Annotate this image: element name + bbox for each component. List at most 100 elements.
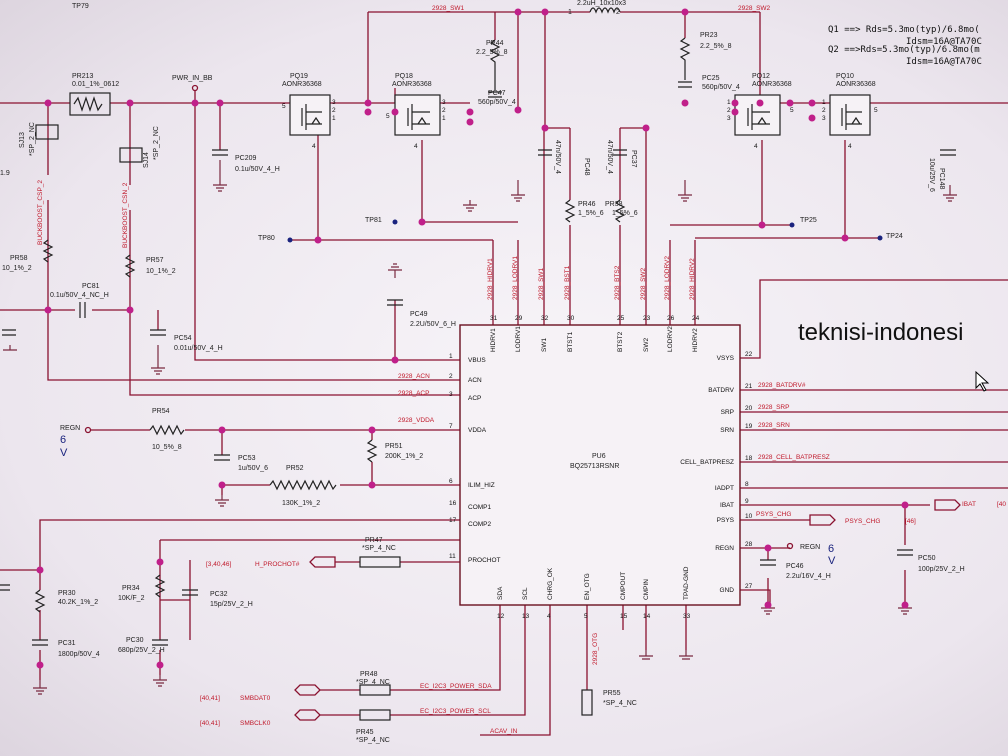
- ref-3-40-46: [3,40,46]: [206, 561, 231, 568]
- regn-right-v: V: [828, 555, 836, 567]
- ic-pin-name: ILIM_HIZ: [468, 482, 495, 489]
- pr38-symbol: [614, 199, 626, 223]
- ic-pin-name: LODRV2: [667, 326, 674, 352]
- pr34-symbol: [154, 574, 166, 598]
- pr58-symbol: [42, 239, 54, 263]
- ic-pin-number: 18: [745, 455, 753, 462]
- pc46-value: 2.2u/16V_4_H: [786, 573, 831, 580]
- pr44-value: 2.2_5%_8: [476, 49, 508, 56]
- inductor-symbol: [589, 7, 621, 14]
- pr52-symbol: [269, 479, 337, 491]
- pu6-ref: PU6: [592, 453, 606, 460]
- pu6-chip-body: [459, 324, 741, 606]
- ic-pins-right: VSYS22BATDRV21SRP20SRN19CELL_BATPRESZ18I…: [680, 351, 752, 594]
- ic-pin-number: 30: [567, 315, 575, 322]
- svg-text:1: 1: [727, 99, 731, 106]
- pq18-symbol: [394, 94, 441, 136]
- pr54-value: 10_5%_8: [152, 444, 182, 451]
- prochot-connector: [309, 556, 336, 568]
- ic-pin-name: IBAT: [720, 502, 734, 509]
- svg-text:4: 4: [848, 143, 852, 150]
- ic-pin-number: 20: [745, 405, 753, 412]
- pc25-ref: PC25: [702, 75, 720, 82]
- pr46-ref: PR46: [578, 201, 596, 208]
- smbdat-connector: [294, 684, 321, 696]
- net-sw2: 2928_SW2: [738, 5, 771, 12]
- net-acn: 2928_ACN: [398, 373, 430, 380]
- inductor-pin2: 2: [616, 9, 620, 16]
- tp79-label: TP79: [72, 3, 89, 10]
- regn-right-6: 6: [828, 543, 834, 555]
- pq19-ref: PQ19: [290, 73, 308, 80]
- pr55-symbol: [581, 689, 593, 716]
- pc54-ref: PC54: [174, 335, 192, 342]
- pr57-ref: PR57: [146, 257, 164, 264]
- ref-40-41-a: [40,41]: [200, 695, 220, 702]
- pq18-ref: PQ18: [395, 73, 413, 80]
- pc37-ref: PC37: [630, 150, 637, 168]
- pr48-ref: PR48: [360, 671, 378, 678]
- ic-pin-name: VDDA: [468, 427, 487, 434]
- net-smbclk: SMBCLK0: [240, 720, 271, 727]
- net-bst1: 2928_BST1: [564, 265, 571, 300]
- watermark-text: teknisi-indonesi: [798, 319, 963, 346]
- svg-text:5: 5: [282, 103, 286, 110]
- pc30-symbol: [152, 639, 168, 646]
- pc48-value: 47n/50V_4: [554, 140, 561, 174]
- net-sw2-vert: 2928_SW2: [640, 267, 647, 300]
- net-smbdat: SMBDAT0: [240, 695, 271, 702]
- net-hidrv1: 2928_HIDRV1: [487, 258, 494, 300]
- pr57-symbol: [124, 254, 136, 278]
- ic-pin-number: 31: [490, 315, 498, 322]
- sj13-symbol: [35, 124, 59, 140]
- inductor-pin1: 1: [568, 9, 572, 16]
- sj13-ref: SJ13: [19, 132, 26, 148]
- pr30-ref: PR30: [58, 590, 76, 597]
- pc37-value: 47n/50V_4: [606, 140, 613, 174]
- pc30-ref: PC30: [126, 637, 144, 644]
- pc148-symbol: [940, 149, 956, 156]
- component-labels: PQ19 AONR36368 PQ18 AONR36368 PQ12 AONR3…: [0, 0, 965, 744]
- ic-pin-number: 7: [449, 423, 453, 430]
- tp24-label: TP24: [886, 233, 903, 240]
- pq10-ref: PQ10: [836, 73, 854, 80]
- pq12-ref: PQ12: [752, 73, 770, 80]
- regn-left-port: [84, 426, 92, 434]
- ic-pin-number: 14: [643, 613, 651, 620]
- pr47-value: *SP_4_NC: [362, 545, 396, 552]
- pr34-ref: PR34: [122, 585, 140, 592]
- net-sw1: 2928_SW1: [432, 5, 465, 12]
- ic-pin-number: 1: [449, 353, 453, 360]
- pr47-symbol: [359, 556, 401, 568]
- sj14-value: *SP_2_NC: [153, 126, 160, 160]
- pr23-symbol: [679, 37, 691, 80]
- ic-pin-name: EN_OTG: [584, 573, 591, 600]
- ic-pin-number: 22: [745, 351, 753, 358]
- pr45-symbol: [359, 709, 391, 721]
- pr44-ref: PR44: [486, 40, 504, 47]
- pr23-value: 2.2_5%_8: [700, 43, 732, 50]
- pc54-symbol: [150, 329, 166, 336]
- ref-40-right: [40: [997, 501, 1006, 508]
- pr213-ref: PR213: [72, 73, 94, 80]
- ic-pin-number: 27: [745, 583, 753, 590]
- ic-pin-name: HIDRV2: [692, 328, 699, 352]
- pc53-ref: PC53: [238, 455, 256, 462]
- net-ec-scl: EC_I2C3_POWER_SCL: [420, 708, 491, 715]
- ic-pin-number: 33: [683, 613, 691, 620]
- ic-pin-name: SRN: [720, 427, 734, 434]
- q2-idsm: Idsm=16A@TA70C: [906, 57, 982, 67]
- net-sw1-vert: 2928_SW1: [538, 267, 545, 300]
- sj13-value: *SP_2_NC: [29, 122, 36, 156]
- ic-pin-number: 12: [497, 613, 505, 620]
- psys-connector: [809, 514, 836, 526]
- pr57-value: 10_1%_2: [146, 268, 176, 275]
- pr48-symbol: [359, 684, 391, 696]
- pc37-symbol: [613, 149, 627, 156]
- net-bts2: 2928_BTS2: [614, 265, 621, 300]
- pc31-value: 1800p/50V_4: [58, 651, 100, 658]
- pc31-ref: PC31: [58, 640, 76, 647]
- net-batdrv: 2928_BATDRV#: [758, 382, 806, 389]
- pr55-ref: PR55: [603, 690, 621, 697]
